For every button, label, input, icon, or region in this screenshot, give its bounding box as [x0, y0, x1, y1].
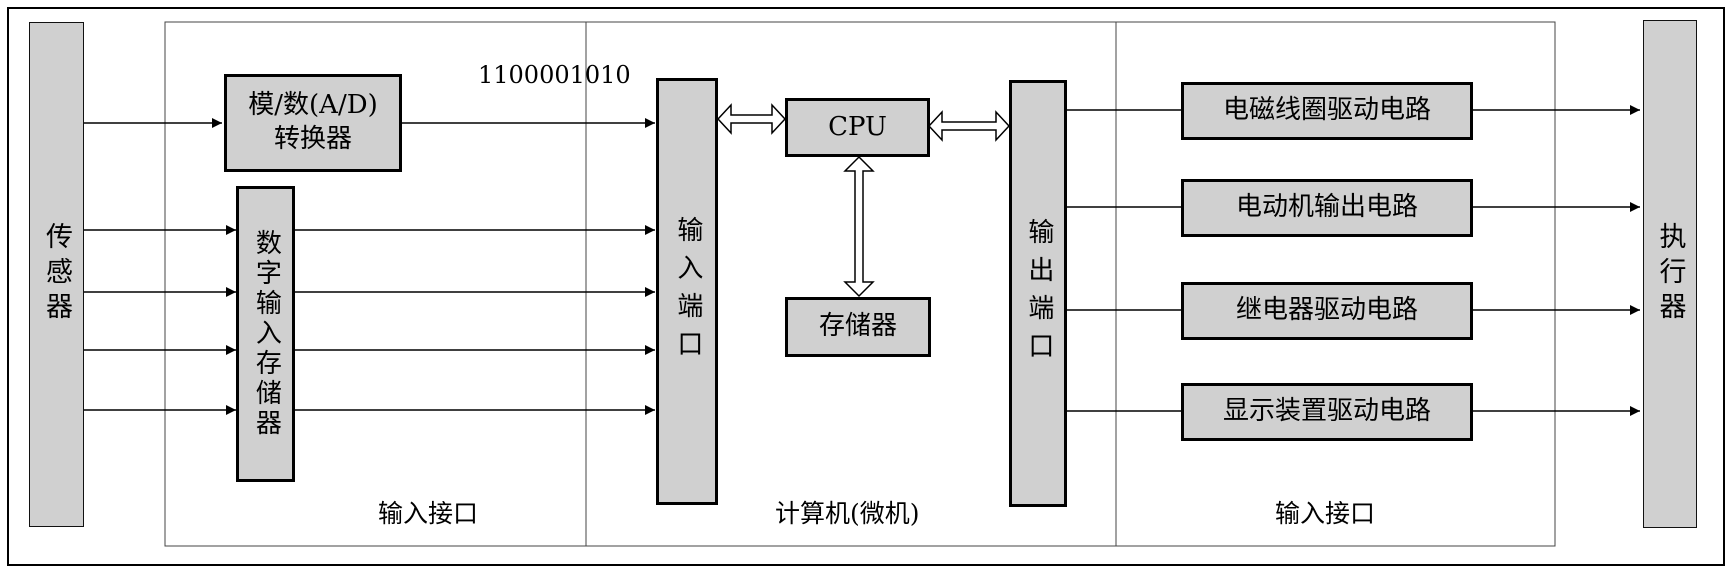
- actuator-box: 执行器: [1643, 20, 1697, 528]
- memory-box: 存储器: [785, 297, 931, 357]
- driver-box-relay: 继电器驱动电路: [1181, 282, 1473, 340]
- driver-box-motor: 电动机输出电路: [1181, 179, 1473, 237]
- output-port-box: 输出端口: [1009, 80, 1067, 507]
- sensor-box: 传感器: [29, 22, 84, 527]
- section-label-output-interface: 输入接口: [1275, 499, 1376, 528]
- digital-input-storage-label: 数字输入存储器: [251, 229, 282, 439]
- input-port-box: 输入端口: [656, 78, 718, 505]
- driver-box-display: 显示装置驱动电路: [1181, 383, 1473, 441]
- section-label-computer: 计算机(微机): [775, 499, 920, 528]
- digital-input-storage-box: 数字输入存储器: [236, 186, 295, 482]
- cpu-output-port-bus-arrow: [927, 110, 1011, 142]
- driver-label-solenoid: 电磁线圈驱动电路: [1222, 95, 1431, 126]
- binary-sample-label: 1100001010: [478, 61, 631, 89]
- outer-frame: [7, 7, 1725, 566]
- section-label-input-interface: 输入接口: [378, 499, 479, 528]
- adc-label-line1: 模/数(A/D): [248, 90, 378, 121]
- driver-box-solenoid: 电磁线圈驱动电路: [1181, 82, 1473, 140]
- driver-label-relay: 继电器驱动电路: [1235, 295, 1418, 326]
- output-port-label: 输出端口: [1023, 217, 1054, 370]
- cpu-box: CPU: [785, 98, 930, 157]
- adc-box: 模/数(A/D) 转换器: [224, 74, 402, 172]
- input-port-label: 输入端口: [672, 215, 703, 368]
- interface-frame: [164, 21, 1556, 547]
- driver-label-motor: 电动机输出电路: [1235, 192, 1418, 223]
- sensor-label: 传感器: [41, 222, 73, 327]
- cpu-memory-bus-arrow: [843, 155, 875, 298]
- input-port-cpu-bus-arrow: [716, 103, 787, 135]
- memory-label: 存储器: [818, 311, 897, 342]
- driver-label-display: 显示装置驱动电路: [1222, 396, 1431, 427]
- cpu-label: CPU: [828, 111, 887, 142]
- adc-label-line2: 转换器: [273, 124, 352, 154]
- actuator-label: 执行器: [1654, 221, 1686, 327]
